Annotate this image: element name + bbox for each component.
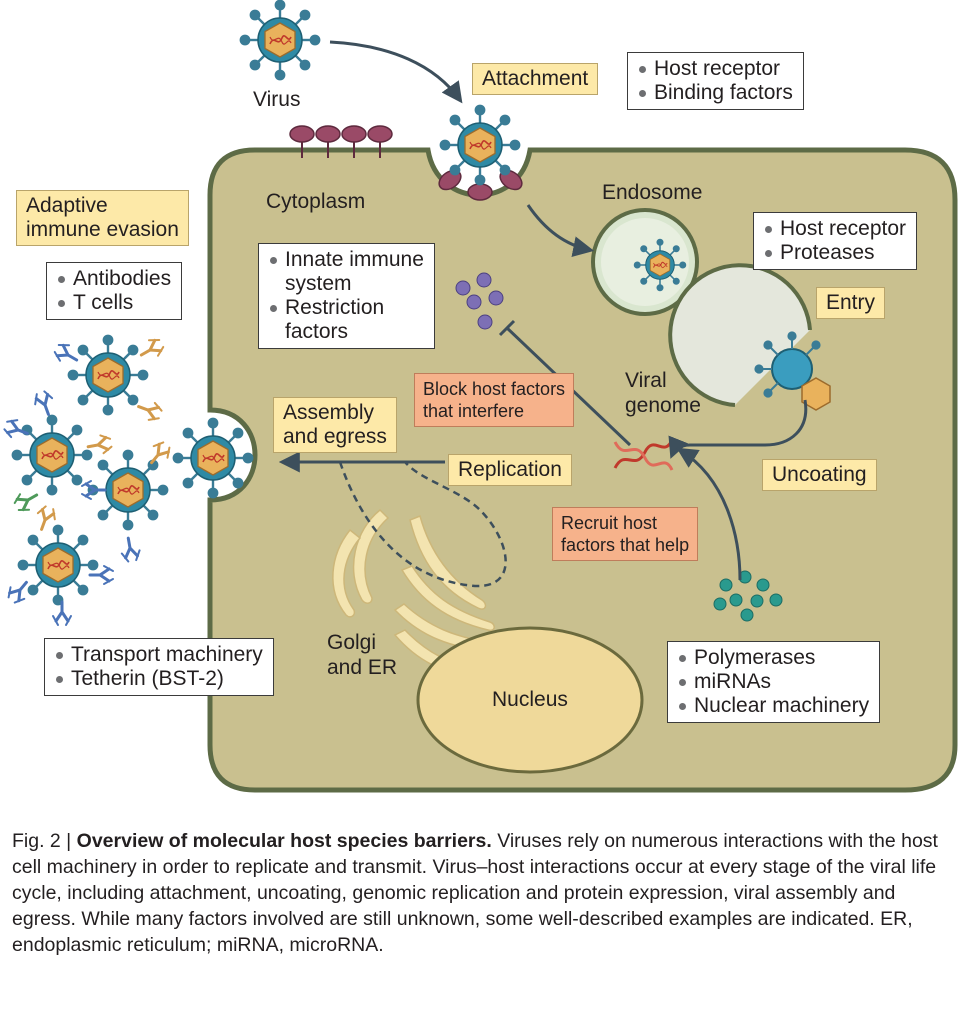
egress-factors: Transport machinery Tetherin (BST-2) [44, 638, 274, 696]
innate-immune-factors: Innate immune system Restriction factors [258, 243, 435, 349]
nucleus [416, 626, 644, 774]
factor-item: Innate immune system [269, 248, 424, 296]
entry-vesicle [668, 263, 812, 407]
restriction-factor-dots [455, 272, 504, 330]
viral-genome-icon [613, 439, 674, 471]
entry-factors: Host receptor Proteases [753, 212, 918, 270]
caption-title: Overview of molecular host species barri… [76, 830, 492, 852]
dashed-transport-path [338, 461, 507, 588]
block-host-factors-box: Block host factors that interfere [414, 373, 575, 427]
adaptive-immune-evasion-stage: Adaptive immune evasion [16, 190, 189, 246]
factor-item: miRNAs [678, 670, 869, 694]
replication-stage: Replication [448, 454, 572, 486]
factor-item: Proteases [764, 241, 906, 265]
adaptive-immune-factors: Antibodies T cells [46, 262, 183, 320]
factor-item: Polymerases [678, 646, 869, 670]
factor-item: Binding factors [638, 81, 793, 105]
virus-label: Virus [253, 88, 301, 111]
released-virus-2 [11, 414, 93, 496]
released-virus-1 [67, 334, 149, 416]
released-virus-4 [17, 524, 99, 606]
incoming-virus [239, 0, 321, 81]
budding-virus [172, 417, 254, 499]
factor-item: Host receptor [638, 57, 793, 81]
host-factor-dots [713, 570, 783, 622]
nucleus-label: Nucleus [492, 688, 568, 711]
caption-body: Viruses rely on numerous interactions wi… [12, 830, 938, 956]
factor-item: Restriction factors [269, 296, 424, 344]
viral-genome-label: Viral genome [625, 369, 701, 417]
caption-prefix: Fig. 2 | [12, 830, 77, 852]
factor-item: Antibodies [57, 267, 171, 291]
attachment-factors: Host receptor Binding factors [627, 52, 804, 110]
attaching-virus [439, 104, 521, 186]
factor-item: T cells [57, 291, 171, 315]
golgi-label: Golgi and ER [327, 631, 398, 679]
entry-stage: Entry [816, 287, 886, 319]
assembly-egress-stage: Assembly and egress [273, 397, 397, 453]
replication-factors: Polymerases miRNAs Nuclear machinery [667, 641, 881, 723]
attachment-stage: Attachment [472, 63, 599, 95]
factor-item: Nuclear machinery [678, 694, 869, 718]
factor-item: Tetherin (BST-2) [55, 667, 263, 691]
figure-caption: Fig. 2 | Overview of molecular host spec… [12, 828, 962, 958]
recruit-host-factors-box: Recruit host factors that help [552, 507, 699, 561]
factor-item: Host receptor [764, 217, 906, 241]
uncoating-stage: Uncoating [762, 459, 877, 491]
factor-item: Transport machinery [55, 643, 263, 667]
cytoplasm-label: Cytoplasm [266, 190, 366, 213]
diagram: Virus Cytoplasm Endosome Viral genome Go… [1, 0, 958, 793]
endosome-label: Endosome [602, 181, 703, 204]
